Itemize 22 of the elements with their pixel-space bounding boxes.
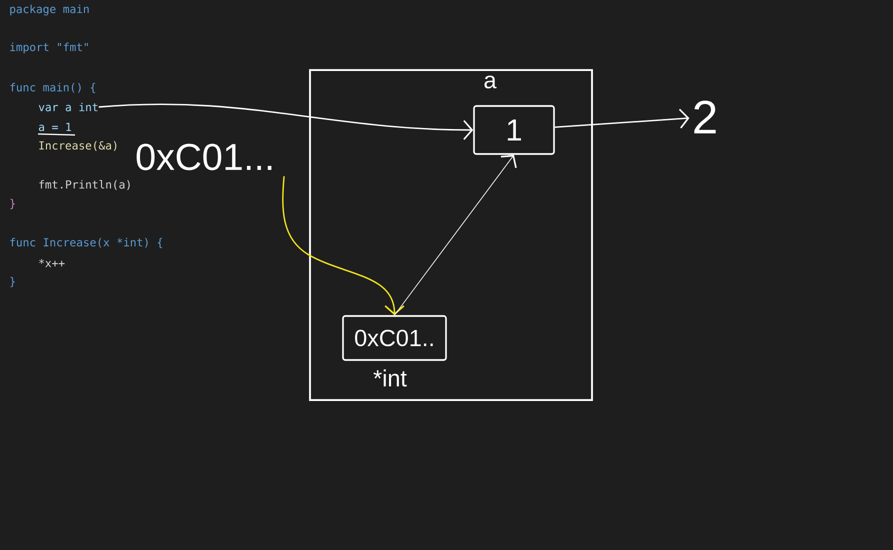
- memory-cell: 0xC01..: [342, 315, 447, 361]
- handwritten-label: a: [484, 76, 497, 88]
- code-line: }: [10, 198, 15, 210]
- arrow: [554, 108, 690, 129]
- code-line: package main: [10, 4, 89, 16]
- code-line: *x++: [39, 258, 65, 268]
- arrow: [394, 154, 517, 316]
- memory-cell: 1: [473, 105, 555, 155]
- code-line: var a int: [38, 102, 98, 112]
- memory-frame: [309, 69, 593, 401]
- code-line: func Increase(x *int) {: [10, 238, 162, 248]
- code-line: import "fmt": [10, 42, 88, 54]
- arrow: [282, 176, 404, 316]
- handwritten-value: 2: [694, 100, 716, 134]
- code-line: fmt.Println(a): [39, 180, 130, 190]
- handwritten-label: *int: [373, 369, 407, 387]
- code-line: a = 1: [38, 122, 71, 132]
- handwritten-value: 0xC01...: [136, 144, 272, 170]
- code-line: Increase(&a): [39, 141, 116, 151]
- code-line: func main() {: [10, 82, 96, 94]
- arrow: [98, 104, 474, 140]
- code-line: }: [10, 276, 15, 288]
